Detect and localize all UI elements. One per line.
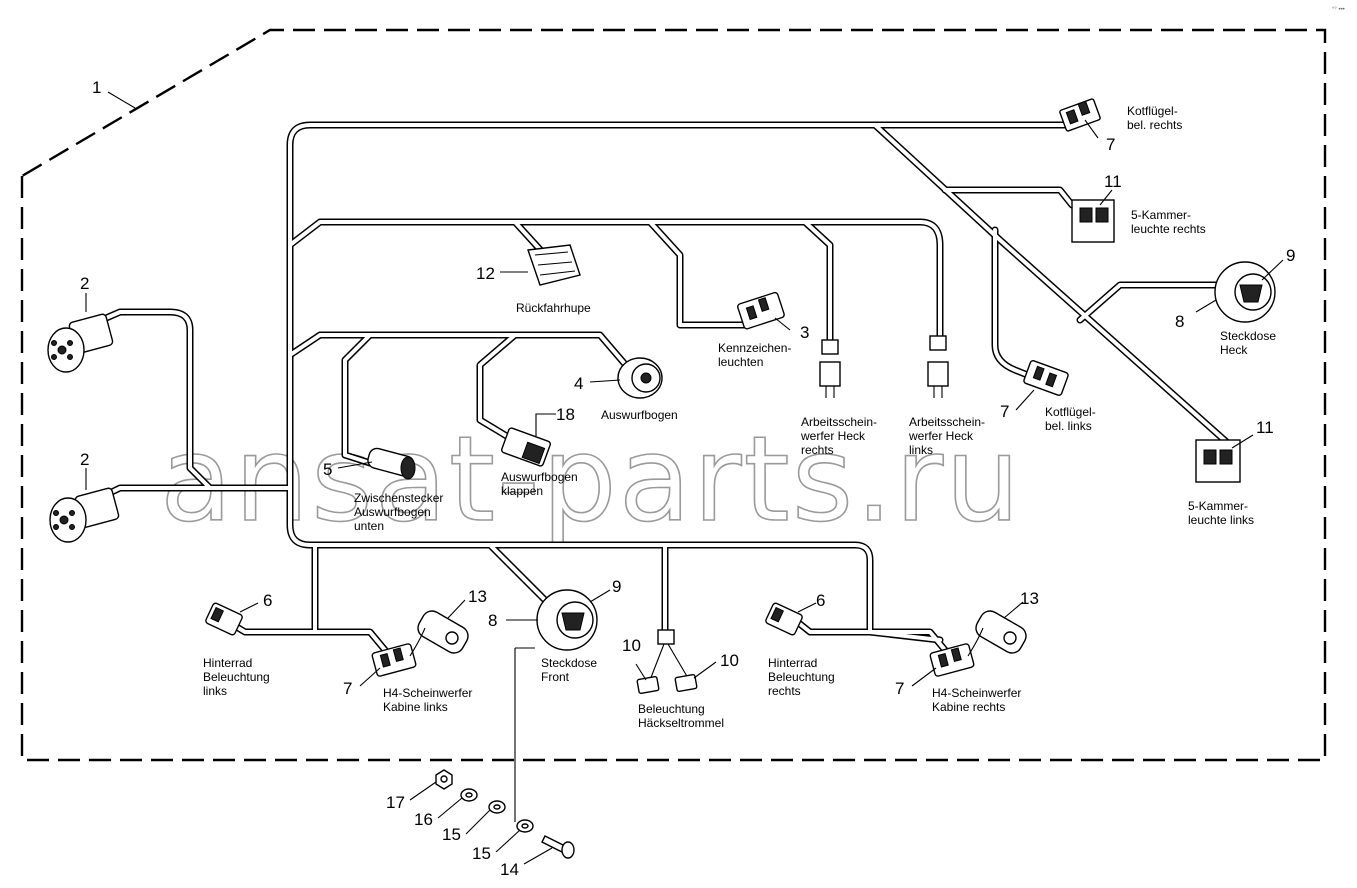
connector-6-links: [205, 602, 243, 636]
pos-number-7-kotfluegel-rechts: 7: [1106, 135, 1115, 154]
work-lamp-plug-links: [927, 335, 949, 398]
connector-10-split: [636, 629, 698, 695]
pos-number-18: 18: [556, 405, 575, 424]
pos-number-9-heck: 9: [1286, 246, 1295, 265]
connector-2-bottom: [49, 487, 120, 543]
callout-labels: Kotflügel-bel. rechts 5-Kammer-leuchte r…: [203, 104, 1276, 730]
pos-number-15-b: 15: [472, 844, 491, 863]
connector-7-h4-rechts: [929, 643, 975, 677]
pos-number-4: 4: [574, 374, 583, 393]
pos-number-12: 12: [476, 264, 495, 283]
connector-13-rechts: [967, 610, 1027, 657]
pos-number-6-rechts: 6: [816, 591, 825, 610]
pos-number-13-rechts: 13: [1020, 589, 1039, 608]
pos-number-5: 5: [323, 460, 332, 479]
connector-11-rechts: [1071, 199, 1115, 243]
reverse-horn: [527, 244, 581, 286]
connector-3: [737, 291, 785, 330]
pos-number-15-a: 15: [442, 825, 461, 844]
corner-mark: °° •••: [1332, 7, 1345, 13]
pos-number-13-links: 13: [468, 587, 487, 606]
pos-number-7-h4-rechts: 7: [895, 679, 904, 698]
pos-number-2-top: 2: [80, 274, 89, 293]
pos-number-1: 1: [92, 78, 101, 97]
connector-2-top: [47, 313, 114, 373]
pos-number-10-right: 10: [720, 651, 739, 670]
pos-number-8-heck: 8: [1175, 312, 1184, 331]
watermark: ansat-parts.ru: [160, 410, 1022, 548]
pos-number-7-kotfluegel-links: 7: [1000, 402, 1009, 421]
pos-number-2-bottom: 2: [80, 450, 89, 469]
pos-number-16: 16: [414, 810, 433, 829]
label-kotfluegel-rechts: Kotflügel-bel. rechts: [1127, 104, 1182, 132]
pos-number-3: 3: [800, 323, 809, 342]
connector-11-links: [1195, 439, 1241, 483]
pos-number-6-links: 6: [263, 591, 272, 610]
pos-number-8-front: 8: [488, 611, 497, 630]
label-auswurfbogen: Auswurfbogen: [601, 408, 678, 422]
connector-7-h4-links: [371, 643, 417, 677]
socket-heck: [1214, 261, 1276, 323]
connector-6-rechts: [765, 602, 803, 636]
connector-7-kotfluegel-rechts: [1059, 98, 1101, 132]
pos-number-10-left: 10: [622, 636, 641, 655]
work-lamp-plug-rechts: [819, 339, 841, 398]
label-kammer-rechts: 5-Kammer-leuchte rechts: [1131, 208, 1206, 236]
connector-18-klappen: [501, 427, 551, 467]
connector-7-kotfluegel-links: [1023, 360, 1069, 396]
socket-front: [536, 589, 598, 651]
assembly-boundary: [20, 28, 1327, 762]
position-numbers: 1 2 2 7 11 9 8 12 3 4 18 7 11 5 6 13 9 8…: [80, 78, 1295, 879]
connector-13-links: [409, 610, 469, 657]
pos-number-11-rechts: 11: [1104, 172, 1122, 191]
connector-5-zwischenstecker: [367, 447, 416, 480]
pos-number-11-links: 11: [1256, 418, 1274, 437]
leader-lines: [85, 91, 1284, 865]
label-rueckfahrhupe: Rückfahrhupe: [516, 301, 591, 315]
label-kammer-links: 5-Kammer-leuchte links: [1188, 499, 1254, 527]
label-kennzeichen: Kennzeichen-leuchten: [718, 341, 791, 369]
pos-number-14: 14: [500, 860, 519, 879]
hardware-stack: [435, 647, 575, 859]
pos-number-9-front: 9: [612, 577, 621, 596]
pos-number-17: 17: [386, 793, 405, 812]
pos-number-7-h4-links: 7: [343, 679, 352, 698]
connector-4-auswurfbogen: [617, 357, 663, 399]
label-kotfluegel-links: Kotflügel-bel. links: [1045, 405, 1096, 433]
